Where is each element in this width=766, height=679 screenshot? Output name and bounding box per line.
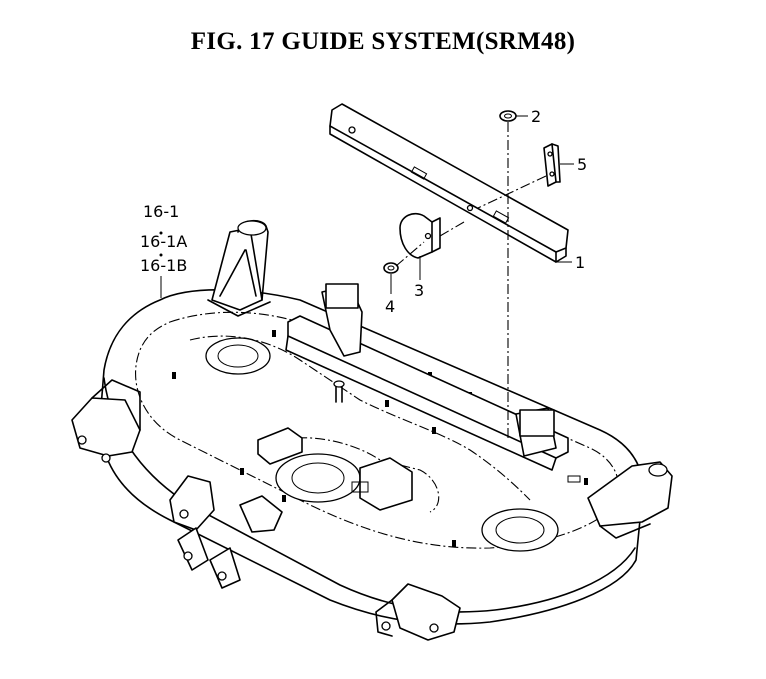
front-center-bracket <box>375 583 461 641</box>
figure-title: FIG. 17 GUIDE SYSTEM(SRM48) <box>190 28 576 55</box>
callout-4: 4 <box>385 297 395 316</box>
callout-5: 5 <box>577 155 587 174</box>
part-5-bracket <box>543 143 561 187</box>
part-4-nut <box>383 262 399 274</box>
callout-16-1: 16-1 <box>143 202 179 221</box>
part-1-guide-bar <box>329 103 569 263</box>
left-gauge-bracket <box>71 379 141 463</box>
callouts: 2 5 1 3 4 16-1 16-1A 16-1B <box>140 107 587 316</box>
hitch-bracket <box>257 427 303 465</box>
callout-2: 2 <box>531 107 541 126</box>
part-2-nut <box>499 110 517 122</box>
right-spindle-housing <box>481 508 559 552</box>
front-left-bracket <box>169 475 283 589</box>
assembly-center-lines <box>395 122 547 440</box>
deck-guide-rail <box>285 283 569 471</box>
deck-lift-post <box>207 219 271 317</box>
callout-1: 1 <box>575 253 585 272</box>
mower-deck <box>71 219 673 641</box>
right-gauge-bracket <box>567 461 673 539</box>
part-3-guide-plate <box>399 212 441 259</box>
left-spindle-housing <box>205 337 271 375</box>
callout-16-1a: 16-1A <box>140 232 187 251</box>
callout-3: 3 <box>414 281 424 300</box>
center-spindle-housing <box>275 453 361 503</box>
callout-16-1b: 16-1B <box>140 256 187 275</box>
idler-bracket <box>359 457 413 511</box>
